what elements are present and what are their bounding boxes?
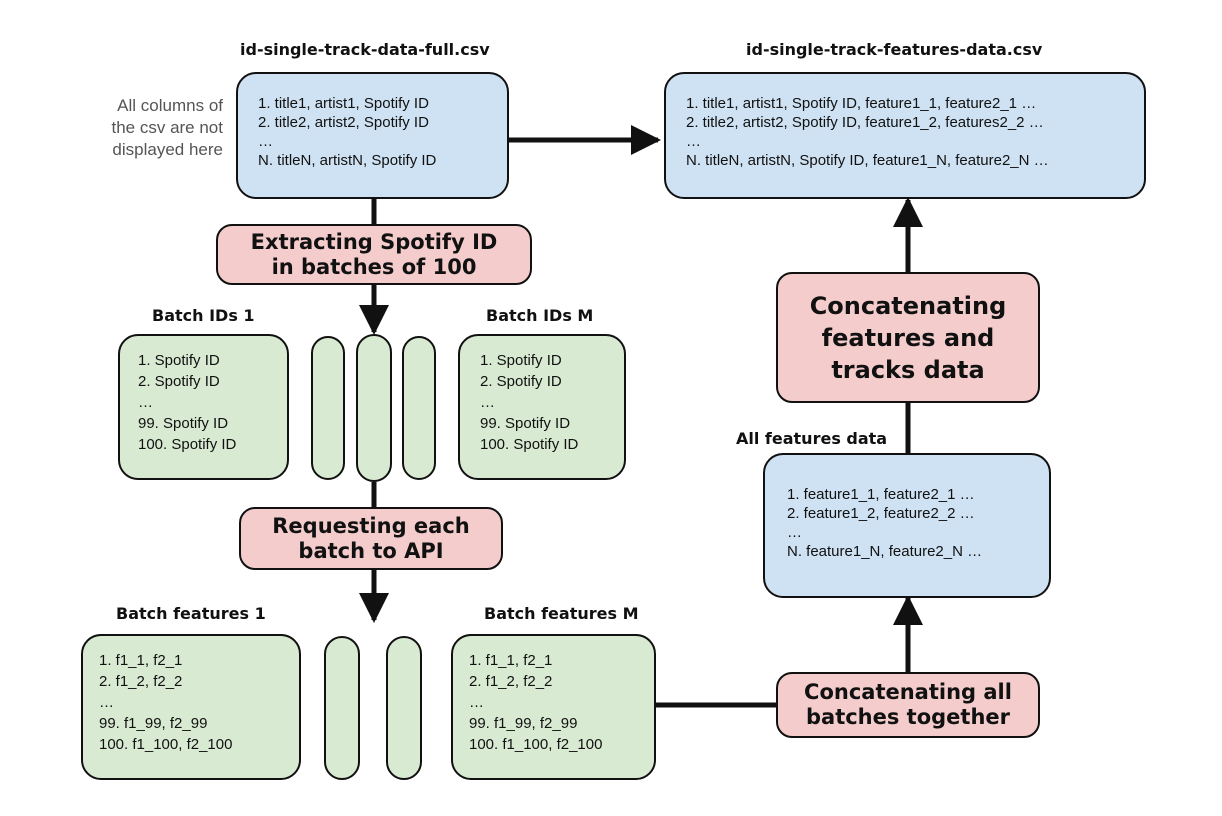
batch-ids-1-title: Batch IDs 1 (152, 306, 255, 325)
step-concatenating-features-tracks: Concatenating features and tracks data (776, 272, 1040, 403)
note-line: the csv are not (111, 118, 223, 137)
step-concatenating-batches: Concatenating all batches together (776, 672, 1040, 738)
batch-ids-m-title: Batch IDs M (486, 306, 594, 325)
batch-features-1-lines: 1. f1_1, f2_1 2. f1_2, f2_2 … 99. f1_99,… (99, 650, 232, 755)
batch-features-m-lines: 1. f1_1, f2_1 2. f1_2, f2_2 … 99. f1_99,… (469, 650, 602, 755)
list-item: 100. Spotify ID (138, 436, 237, 453)
list-item: 100. f1_100, f2_100 (99, 736, 233, 753)
note-line: displayed here (112, 140, 223, 159)
list-item: … (469, 694, 484, 711)
list-item: … (99, 694, 114, 711)
list-item: 99. f1_99, f2_99 (469, 715, 578, 732)
collapsed-batch-pill (386, 636, 422, 780)
step-line: batch to API (298, 538, 444, 563)
note-line: All columns of (117, 96, 223, 115)
batch-ids-m-lines: 1. Spotify ID 2. Spotify ID … 99. Spotif… (480, 350, 578, 455)
features-csv-lines: 1. title1, artist1, Spotify ID, feature1… (686, 94, 1049, 170)
list-item: 1. title1, artist1, Spotify ID (258, 95, 429, 112)
full-csv-title: id-single-track-data-full.csv (240, 40, 490, 59)
list-item: … (138, 394, 153, 411)
list-item: N. feature1_N, feature2_N … (787, 543, 983, 560)
list-item: N. titleN, artistN, Spotify ID, feature1… (686, 152, 1049, 169)
list-item: 2. title2, artist2, Spotify ID (258, 114, 429, 131)
features-csv-box: 1. title1, artist1, Spotify ID, feature1… (664, 72, 1146, 199)
step-line: Requesting each (272, 513, 470, 538)
batch-features-1-box: 1. f1_1, f2_1 2. f1_2, f2_2 … 99. f1_99,… (81, 634, 301, 780)
all-features-box: 1. feature1_1, feature2_1 … 2. feature1_… (763, 453, 1051, 598)
batch-features-1-title: Batch features 1 (116, 604, 266, 623)
batch-ids-m-box: 1. Spotify ID 2. Spotify ID … 99. Spotif… (458, 334, 626, 480)
step-extracting-spotify-id: Extracting Spotify ID in batches of 100 (216, 224, 532, 285)
list-item: 2. feature1_2, feature2_2 … (787, 505, 975, 522)
step-line: batches together (805, 705, 1011, 729)
batch-features-m-box: 1. f1_1, f2_1 2. f1_2, f2_2 … 99. f1_99,… (451, 634, 656, 780)
full-csv-lines: 1. title1, artist1, Spotify ID 2. title2… (258, 94, 436, 170)
list-item: 1. Spotify ID (480, 352, 562, 369)
collapsed-batch-pill (324, 636, 360, 780)
list-item: 99. Spotify ID (480, 415, 571, 432)
list-item: 1. Spotify ID (138, 352, 220, 369)
step-line: features and (821, 323, 995, 352)
collapsed-batch-pill (311, 336, 345, 480)
list-item: 2. f1_2, f2_2 (99, 673, 183, 690)
full-csv-box: 1. title1, artist1, Spotify ID 2. title2… (236, 72, 509, 199)
list-item: 2. Spotify ID (138, 373, 220, 390)
features-csv-title: id-single-track-features-data.csv (746, 40, 1043, 59)
list-item: … (686, 133, 701, 150)
list-item: … (258, 133, 273, 150)
list-item: 2. title2, artist2, Spotify ID, feature1… (686, 114, 1044, 131)
list-item: 100. Spotify ID (480, 436, 579, 453)
step-line: Concatenating (809, 291, 1007, 320)
batch-ids-1-lines: 1. Spotify ID 2. Spotify ID … 99. Spotif… (138, 350, 236, 455)
list-item: … (787, 524, 802, 541)
list-item: N. titleN, artistN, Spotify ID (258, 152, 437, 169)
step-line: in batches of 100 (271, 254, 477, 279)
all-features-lines: 1. feature1_1, feature2_1 … 2. feature1_… (787, 485, 982, 561)
step-requesting-api: Requesting each batch to API (239, 507, 503, 570)
step-line: tracks data (831, 355, 985, 384)
list-item: 99. Spotify ID (138, 415, 229, 432)
list-item: 99. f1_99, f2_99 (99, 715, 208, 732)
collapsed-batch-pill (402, 336, 436, 480)
batch-ids-1-box: 1. Spotify ID 2. Spotify ID … 99. Spotif… (118, 334, 289, 480)
step-line: Extracting Spotify ID (250, 229, 498, 254)
step-line: Concatenating all (804, 680, 1012, 704)
list-item: 100. f1_100, f2_100 (469, 736, 603, 753)
list-item: 1. feature1_1, feature2_1 … (787, 486, 975, 503)
list-item: 1. title1, artist1, Spotify ID, feature1… (686, 95, 1037, 112)
list-item: 2. f1_2, f2_2 (469, 673, 553, 690)
list-item: 2. Spotify ID (480, 373, 562, 390)
list-item: 1. f1_1, f2_1 (469, 652, 553, 669)
batch-features-m-title: Batch features M (484, 604, 639, 623)
all-features-title: All features data (736, 429, 888, 448)
list-item: … (480, 394, 495, 411)
collapsed-batch-pill (356, 334, 392, 482)
list-item: 1. f1_1, f2_1 (99, 652, 183, 669)
columns-note: All columns of the csv are not displayed… (60, 95, 223, 161)
